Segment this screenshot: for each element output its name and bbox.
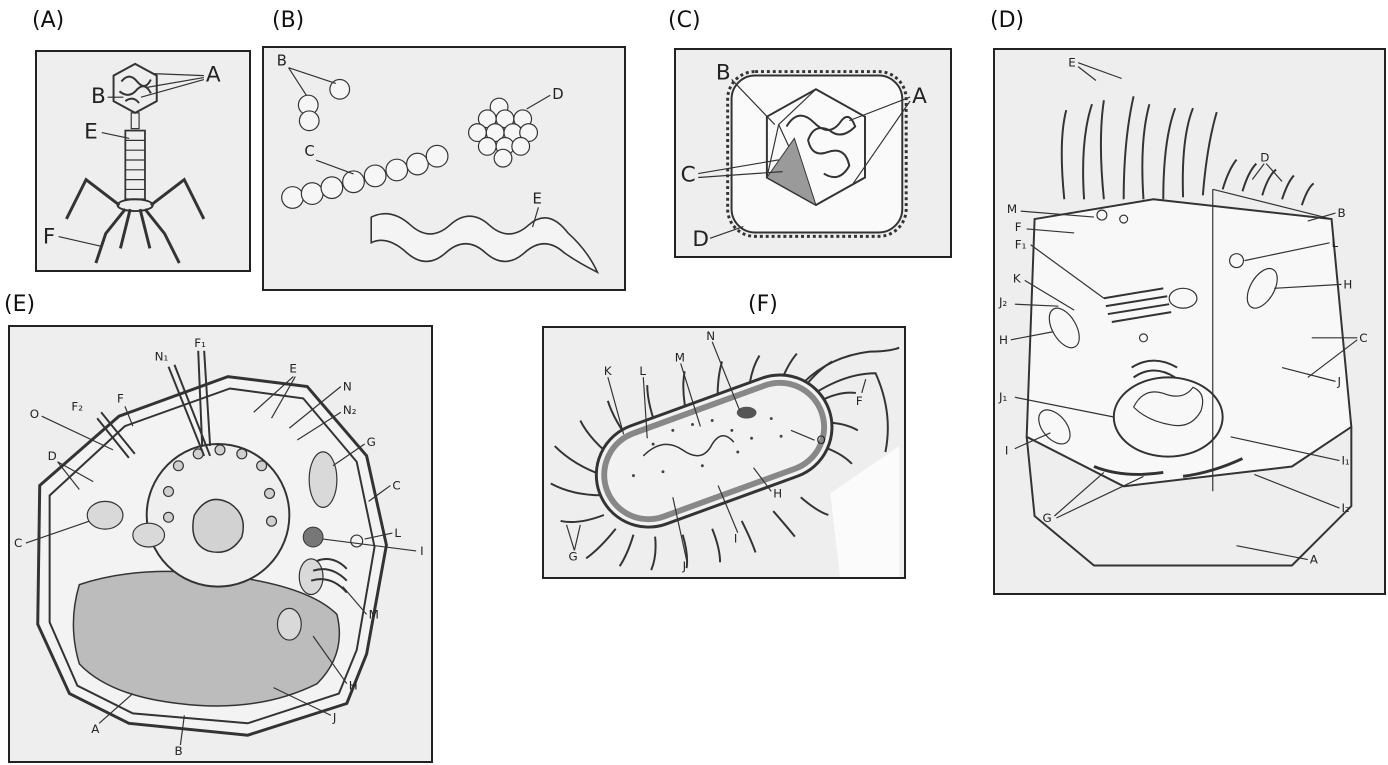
label-c1: C <box>14 536 22 550</box>
panel-title-e: (E) <box>4 294 35 316</box>
label-l: L <box>639 364 646 378</box>
bacteria-shapes-illustration: B C D E <box>264 48 624 289</box>
label-o: O <box>817 433 826 447</box>
label-g: G <box>367 435 376 449</box>
label-b: B <box>174 744 182 758</box>
label-n1: N₁ <box>155 350 169 364</box>
label-e: E <box>1068 56 1076 70</box>
label-h: H <box>773 486 782 500</box>
label-c2: C <box>392 479 400 493</box>
label-h: H <box>349 679 358 693</box>
label-b: B <box>91 84 106 109</box>
label-l: L <box>394 526 401 540</box>
label-a: A <box>1310 553 1319 567</box>
label-e: E <box>84 119 98 144</box>
label-j: J <box>682 559 686 573</box>
panel-title-c: (C) <box>668 10 701 32</box>
panel-title-d: (D) <box>990 10 1024 32</box>
label-a: A <box>91 722 100 736</box>
panel-a-bacteriophage: A B E F <box>35 50 251 272</box>
label-o: O <box>30 407 39 421</box>
label-f: F <box>1015 220 1022 234</box>
label-m: M <box>369 607 379 621</box>
label-n: N <box>706 329 715 343</box>
label-k: K <box>1013 271 1022 285</box>
panel-b-bacteria-shapes: B C D E <box>262 46 626 291</box>
label-m: M <box>675 350 685 364</box>
label-j2: J₂ <box>998 295 1007 309</box>
label-f2: F₂ <box>71 399 83 413</box>
label-f1: F₁ <box>1015 238 1027 252</box>
label-c: C <box>681 162 696 187</box>
virus-illustration: B A C D <box>676 50 950 256</box>
label-e: E <box>533 190 542 207</box>
label-i: I <box>1005 444 1009 458</box>
label-c: C <box>1359 331 1367 345</box>
panel-e-plant-cell: F₁ N₁ E N N₂ F₂ F O D G C C L I M H J A … <box>8 325 433 763</box>
label-n2: N₂ <box>343 403 357 417</box>
label-j: J <box>1336 374 1341 388</box>
panel-c-virus: B A C D <box>674 48 952 258</box>
label-b: B <box>716 60 731 85</box>
label-j1: J₁ <box>998 390 1007 404</box>
label-f: F <box>117 391 124 405</box>
label-e: E <box>289 362 297 376</box>
label-f: F <box>856 394 863 408</box>
label-h1: H <box>999 333 1008 347</box>
panel-title-f: (F) <box>748 294 778 316</box>
label-i: I <box>420 544 424 558</box>
label-k: K <box>604 364 612 378</box>
panel-title-b: (B) <box>272 10 304 32</box>
label-d: D <box>1260 151 1269 165</box>
panel-d-animal-cell: E D B M F F₁ L K H J₂ H C J J₁ I I₁ G I₂ <box>993 48 1386 595</box>
label-n: N <box>343 379 352 393</box>
label-a: A <box>912 84 927 109</box>
label-d: D <box>692 227 709 252</box>
plant-cell-illustration: F₁ N₁ E N N₂ F₂ F O D G C C L I M H J A … <box>10 327 431 761</box>
label-g: G <box>1043 511 1052 525</box>
label-d: D <box>48 449 57 463</box>
label-d: D <box>552 86 563 103</box>
label-b: B <box>1337 206 1345 220</box>
bacterium-illustration: K L M N F O H I J G <box>544 328 904 577</box>
label-i: I <box>734 532 737 546</box>
label-a: A <box>206 63 221 88</box>
animal-cell-illustration: E D B M F F₁ L K H J₂ H C J J₁ I I₁ G I₂ <box>995 50 1384 593</box>
label-f: F <box>43 224 55 249</box>
panel-title-a: (A) <box>32 10 64 32</box>
label-m: M <box>1007 202 1017 216</box>
label-c: C <box>304 143 314 160</box>
panel-f-bacterium: K L M N F O H I J G <box>542 326 906 579</box>
bacteriophage-illustration: A B E F <box>37 52 249 270</box>
label-l: L <box>1332 236 1339 250</box>
label-g: G <box>568 549 577 563</box>
label-f1: F₁ <box>194 336 206 350</box>
label-i1: I₁ <box>1341 454 1349 468</box>
label-b: B <box>277 53 287 70</box>
label-j: J <box>332 710 337 724</box>
label-h2: H <box>1343 277 1352 291</box>
label-i2: I₂ <box>1341 501 1349 515</box>
